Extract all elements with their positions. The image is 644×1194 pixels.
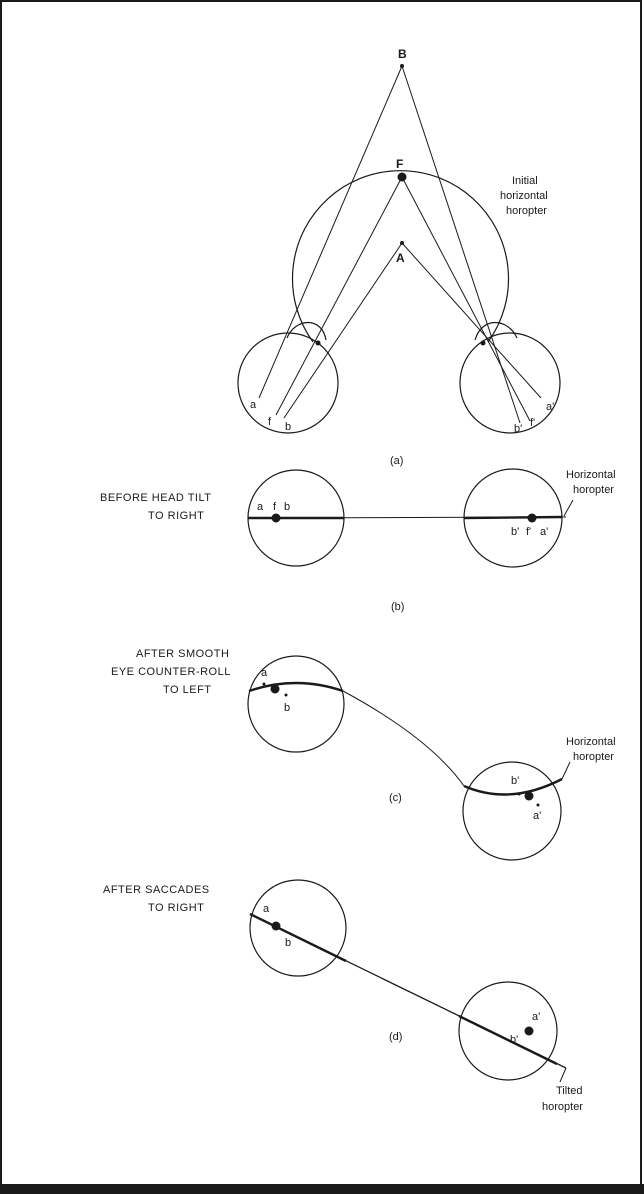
panel-b-right-f: f' — [526, 526, 531, 538]
panel-a: B F A Initial horizontal horopter a f b … — [237, 47, 561, 467]
left-retina-f: f — [268, 416, 272, 428]
panel-c-right-a: a' — [533, 810, 541, 822]
panel-b-right-b: b' — [511, 526, 519, 538]
panel-d-horopter-label-line2: horopter — [542, 1101, 583, 1113]
panel-b-caption: (b) — [391, 601, 404, 613]
right-retina-b: b' — [514, 423, 522, 435]
left-eye-lid — [286, 322, 327, 341]
left-retina-b: b — [285, 421, 291, 433]
point-F-marker — [397, 172, 407, 182]
panel-b-horopter-pointer — [563, 499, 574, 517]
panel-d: AFTER SACCADES TO RIGHT a b a' b' (d) Ti… — [103, 879, 583, 1113]
panel-d-right-eye — [458, 981, 558, 1081]
panel-c-title-line3: TO LEFT — [163, 684, 212, 696]
panel-a-caption: (a) — [390, 455, 403, 467]
panel-c-left-a-dot — [262, 682, 266, 686]
panel-c-left-a: a — [261, 667, 268, 679]
point-F-label: F — [396, 157, 403, 171]
panel-d-right-fovea — [524, 1026, 534, 1036]
panel-c-left-fovea — [270, 684, 280, 694]
panel-b-left-fovea — [271, 513, 281, 523]
panel-c-left-b: b — [284, 702, 290, 714]
panel-c-caption: (c) — [389, 792, 402, 804]
panel-b-title-line2: TO RIGHT — [148, 510, 204, 522]
panel-c-right-b: b' — [511, 775, 519, 787]
panel-c-title-line1: AFTER SMOOTH — [136, 648, 229, 660]
panel-d-horopter-pointer — [559, 1067, 567, 1083]
panel-c-right-a-dot — [536, 803, 540, 807]
panel-d-title-line2: TO RIGHT — [148, 902, 204, 914]
panel-c-horopter-pointer — [561, 761, 571, 780]
panel-b-left-a: a — [257, 501, 264, 513]
panel-c-horopter-label-line1: Horizontal — [566, 736, 616, 748]
panel-b-title-line1: BEFORE HEAD TILT — [100, 492, 212, 504]
figure-bottom-bar — [0, 1184, 644, 1194]
panel-d-right-b: b' — [510, 1034, 518, 1046]
panel-c-left-eye — [247, 655, 345, 753]
panel-b-right-fovea — [527, 513, 537, 523]
panel-c-left-thick — [248, 681, 344, 693]
panel-d-left-fovea — [271, 921, 281, 931]
left-eyeball — [237, 332, 339, 434]
panel-b-right-a: a' — [540, 526, 548, 538]
panel-d-right-thick — [458, 1014, 558, 1066]
right-eye-lid — [474, 322, 518, 341]
panel-c-right-eye — [462, 761, 562, 861]
initial-horopter-circle — [291, 170, 510, 343]
panel-c: AFTER SMOOTH EYE COUNTER-ROLL TO LEFT a … — [111, 648, 616, 861]
panel-b: BEFORE HEAD TILT TO RIGHT a f b b' f' a'… — [100, 468, 616, 613]
panel-d-left-eye — [249, 879, 347, 977]
panel-c-right-b-dot — [517, 792, 521, 796]
left-nodal-point — [315, 340, 321, 346]
panel-b-horopter-label-line1: Horizontal — [566, 469, 616, 481]
panel-b-horopter-label-line2: horopter — [573, 484, 614, 496]
panel-a-rays — [258, 65, 542, 424]
point-B-marker — [400, 64, 404, 68]
panel-d-left-a: a — [263, 903, 270, 915]
panel-b-left-f: f — [273, 501, 277, 513]
panel-c-right-thick — [463, 777, 563, 796]
panel-d-horopter-label-line1: Tilted — [556, 1085, 583, 1097]
right-nodal-point — [480, 340, 486, 346]
initial-horopter-label-line1: Initial — [512, 175, 538, 187]
panel-d-left-thick — [249, 912, 347, 963]
panel-c-connector — [342, 690, 465, 787]
point-B-label: B — [398, 47, 407, 61]
right-eyeball — [459, 332, 561, 434]
right-retina-a: a' — [546, 401, 554, 413]
panel-b-left-b: b — [284, 501, 290, 513]
point-A-label: A — [396, 251, 405, 265]
initial-horopter-label-line2: horizontal — [500, 190, 548, 202]
panel-c-title-line2: EYE COUNTER-ROLL — [111, 666, 231, 678]
initial-horopter-label-line3: horopter — [506, 205, 547, 217]
panel-d-title-line1: AFTER SACCADES — [103, 884, 210, 896]
point-A-marker — [400, 241, 404, 245]
right-retina-f: f' — [530, 417, 535, 429]
left-retina-a: a — [250, 399, 257, 411]
panel-c-left-b-dot — [284, 693, 288, 697]
panel-d-caption: (d) — [389, 1031, 402, 1043]
panel-d-left-b: b — [285, 937, 291, 949]
panel-d-right-a: a' — [532, 1011, 540, 1023]
panel-c-horopter-label-line2: horopter — [573, 751, 614, 763]
panel-c-right-fovea — [524, 791, 534, 801]
panel-b-right-thick — [463, 515, 563, 520]
